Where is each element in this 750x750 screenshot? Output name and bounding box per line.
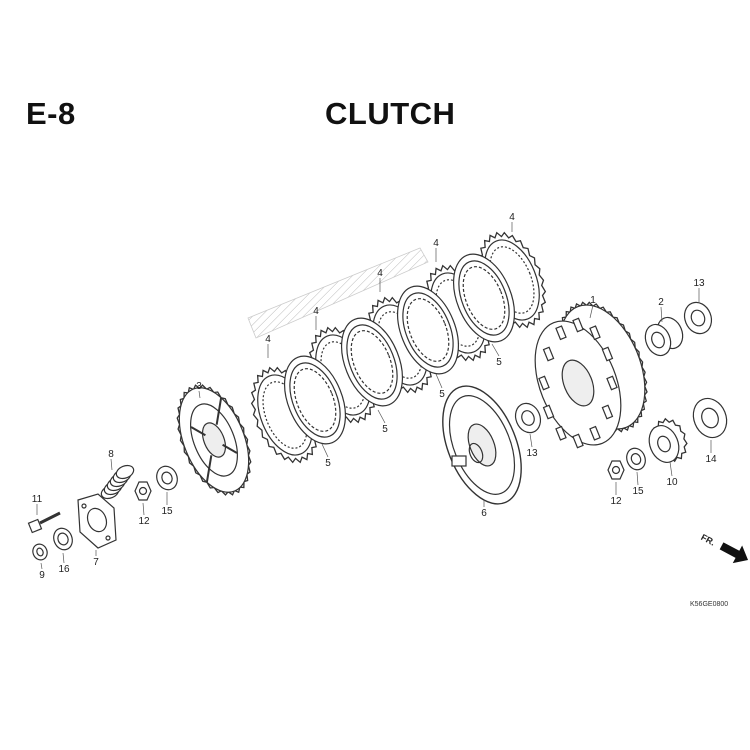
bearing	[53, 527, 73, 551]
callout-c4a: 4	[509, 212, 515, 223]
pressure-plate	[176, 384, 252, 496]
callout-c13b: 13	[526, 448, 538, 459]
thrust-washer-13a	[683, 301, 713, 335]
washer-9	[32, 543, 48, 561]
callout-c5c: 5	[382, 424, 388, 435]
clutch-outer	[534, 301, 648, 449]
callout-c1: 1	[590, 295, 596, 306]
callout-c6: 6	[481, 508, 487, 519]
leader-line-c2	[660, 306, 663, 323]
page-title: CLUTCH	[325, 96, 456, 131]
callout-c3: 3	[196, 381, 202, 392]
thrust-washer-13b	[514, 402, 542, 434]
callout-c12b: 12	[138, 516, 150, 527]
leader-line-c5c	[377, 409, 386, 424]
clutch-plate-2	[341, 317, 403, 407]
callout-c14: 14	[705, 454, 717, 465]
callout-c8: 8	[108, 449, 114, 460]
leader-line-c12b	[142, 502, 145, 516]
callout-c13a: 13	[693, 278, 705, 289]
callout-c4b: 4	[433, 238, 439, 249]
lock-nut-12a	[607, 460, 625, 480]
callout-c4e: 4	[265, 334, 271, 345]
clutch-center	[442, 385, 522, 505]
callout-c2: 2	[658, 297, 664, 308]
clutch-plate-3	[397, 285, 459, 375]
leader-line-c15a	[636, 471, 639, 486]
leader-line-c10	[669, 461, 673, 477]
section-code: E-8	[26, 96, 76, 131]
callout-c10: 10	[666, 477, 678, 488]
primary-drive-gear	[648, 417, 688, 463]
callout-c5b: 5	[439, 389, 445, 400]
front-direction-arrow: FR.	[699, 532, 749, 564]
callout-c12a: 12	[610, 496, 622, 507]
leader-line-c13b	[529, 433, 533, 448]
lifter-plate	[77, 493, 117, 549]
front-direction-label: FR.	[699, 532, 716, 548]
leader-line-c3	[198, 390, 201, 399]
lock-nut-12b	[134, 481, 152, 501]
leader-line-c16	[62, 552, 65, 564]
collar	[644, 316, 684, 357]
callout-c4c: 4	[377, 268, 383, 279]
reference-code: K56GE0800	[690, 601, 728, 608]
washer-15a	[626, 447, 646, 471]
callout-c11: 11	[32, 494, 43, 505]
callout-c4d: 4	[313, 306, 319, 317]
washer-15b	[156, 465, 178, 491]
callout-c7: 7	[93, 557, 99, 568]
callout-c5a: 5	[496, 357, 502, 368]
leader-line-c1	[589, 304, 594, 319]
arrow-icon	[719, 542, 749, 564]
clutch-spring	[100, 464, 135, 500]
clutch-plate-4	[453, 253, 515, 343]
leader-line-c8	[110, 458, 113, 471]
leader-line-c5b	[435, 373, 443, 389]
washer-14	[692, 397, 728, 439]
shaft-hatch-band	[247, 247, 429, 339]
flange-bolt	[27, 511, 61, 534]
clutch-plate-1	[284, 355, 346, 445]
callout-c5d: 5	[325, 458, 331, 469]
leader-line-c5a	[491, 343, 500, 357]
callout-c15a: 15	[632, 486, 644, 497]
leader-line-c5d	[321, 443, 329, 458]
callout-c9: 9	[39, 570, 45, 581]
leader-line-c9	[40, 562, 43, 570]
callout-c16: 16	[58, 564, 70, 575]
callout-c15b: 15	[161, 506, 173, 517]
